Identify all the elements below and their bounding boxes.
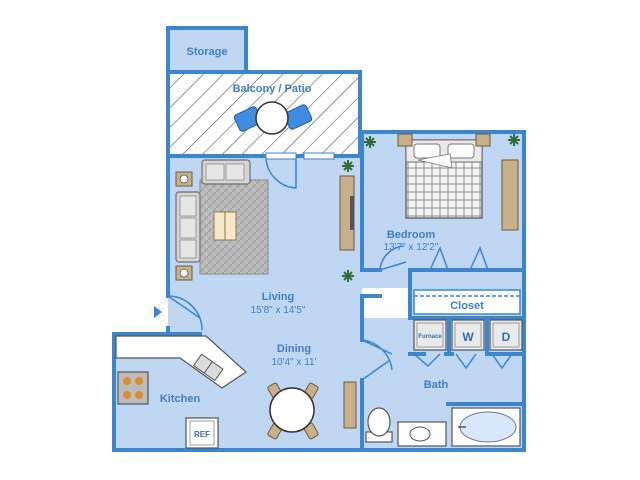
furnace xyxy=(413,319,447,351)
kitchen-fixtures xyxy=(115,335,247,449)
dryer xyxy=(489,319,523,351)
refrigerator xyxy=(185,417,219,449)
closet-label: Closet xyxy=(450,300,484,312)
bedroom-furniture xyxy=(364,133,520,231)
bedroom-dimensions: 13'7" x 12'2" xyxy=(384,242,439,253)
kitchen-label: Kitchen xyxy=(160,393,201,405)
toilet-bowl xyxy=(367,407,391,437)
living-label: Living xyxy=(262,291,294,303)
nightstand-right xyxy=(475,133,491,147)
storage-floor xyxy=(168,28,246,72)
storage-label: Storage xyxy=(187,46,228,58)
balcony-label: Balcony / Patio xyxy=(233,83,312,95)
doors xyxy=(167,156,513,381)
dryer-label: D xyxy=(502,330,511,344)
bath-label: Bath xyxy=(424,379,449,391)
dining-dimensions: 10'4" x 11' xyxy=(272,357,317,368)
dresser xyxy=(501,159,519,231)
washer xyxy=(451,319,485,351)
entry-arrow-icon xyxy=(154,306,162,318)
dining-label: Dining xyxy=(277,343,311,355)
living-furniture xyxy=(175,159,355,282)
nightstand-left xyxy=(397,133,413,147)
plant-icon xyxy=(342,160,354,282)
utility-appliances xyxy=(413,319,523,351)
bath-fixtures xyxy=(343,381,521,447)
balcony-door-right xyxy=(303,152,335,160)
kitchen-sink xyxy=(192,353,224,382)
living-dimensions: 15'8" x 14'5" xyxy=(251,305,306,316)
balcony-door-left xyxy=(265,152,297,160)
bath-cabinet xyxy=(343,381,357,429)
washer-label: W xyxy=(462,330,474,344)
furnace-label: Furnace xyxy=(418,334,442,340)
walls xyxy=(112,26,526,452)
patio-table-set xyxy=(233,101,313,135)
refrigerator-label: REF xyxy=(194,430,210,439)
stove xyxy=(117,371,149,405)
sink xyxy=(409,426,431,442)
plant-icon xyxy=(364,134,520,148)
closet-rod xyxy=(413,289,521,315)
dining-set xyxy=(267,382,319,440)
bedroom-label: Bedroom xyxy=(387,229,436,241)
